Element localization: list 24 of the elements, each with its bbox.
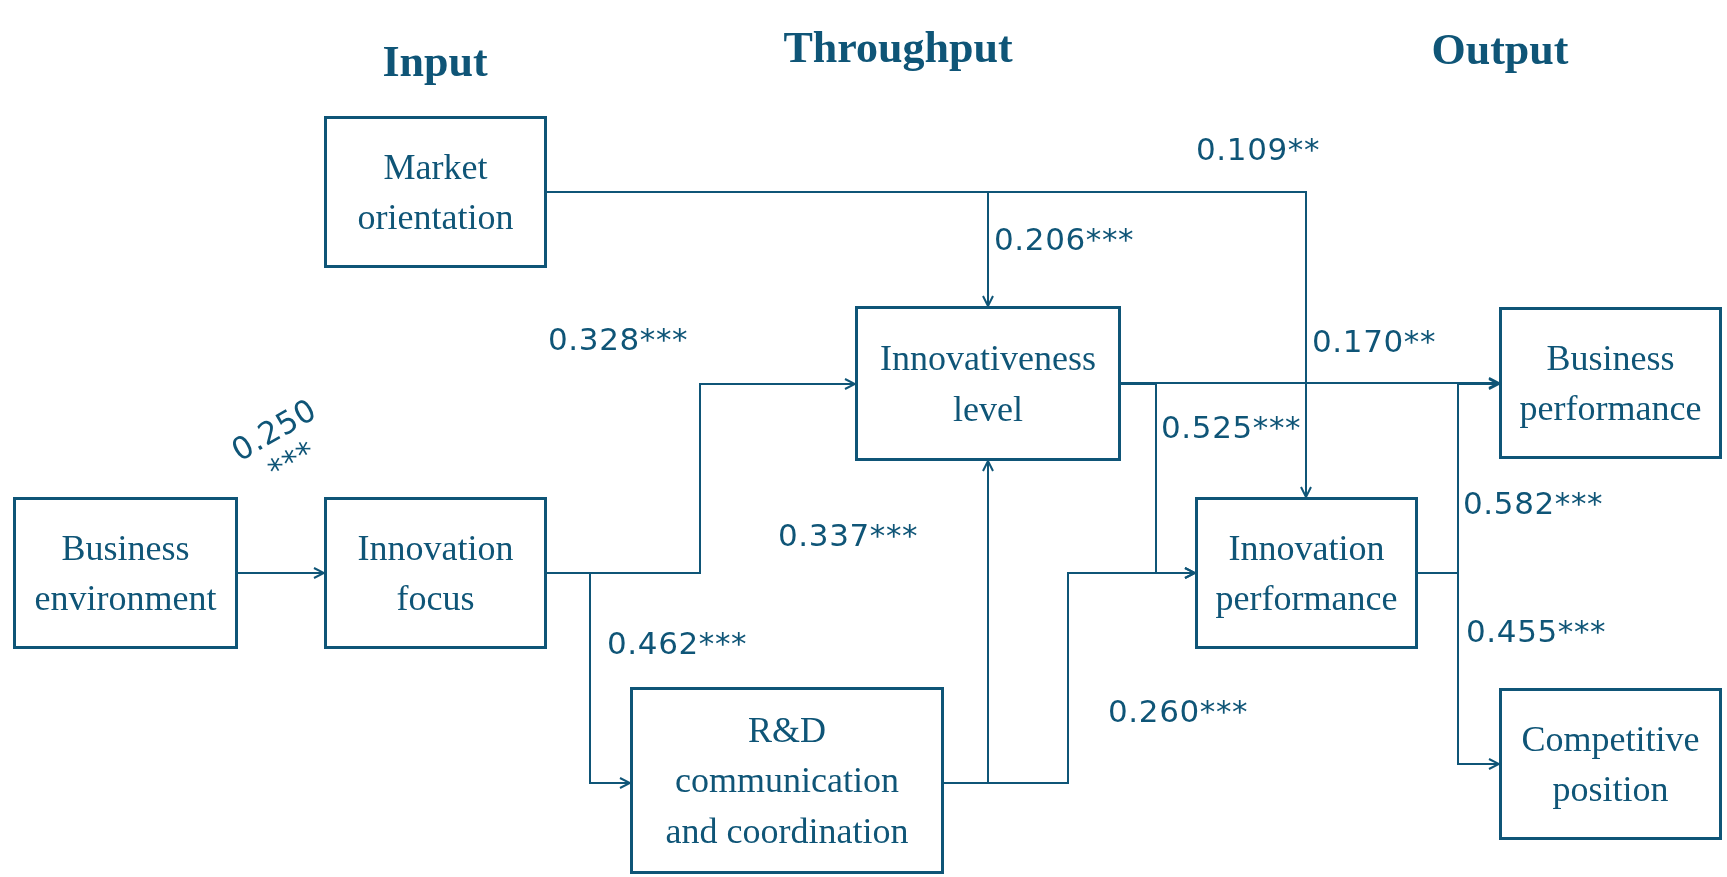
concept-box <box>855 306 1121 461</box>
arrow <box>1120 383 1196 579</box>
concept-box <box>1195 497 1418 649</box>
node-label: Innovation focus <box>356 526 515 620</box>
node-label: Business environment <box>33 526 218 620</box>
concept-box <box>1499 688 1722 840</box>
concept-box <box>324 497 547 649</box>
column-heading: Output <box>1431 28 1569 72</box>
arrow <box>546 572 631 789</box>
column-heading: Input <box>382 40 488 84</box>
node-label: Innovation performance <box>1214 526 1399 620</box>
concept-box <box>13 497 238 649</box>
arrow <box>1417 572 1500 770</box>
node-label: Business performance <box>1518 336 1703 430</box>
column-heading: Throughput <box>783 26 1013 70</box>
node-label: Market orientation <box>356 145 515 239</box>
node-label: Competitive position <box>1520 717 1701 811</box>
node-label: Innovativeness level <box>879 337 1097 431</box>
concept-box <box>630 687 944 874</box>
concept-box <box>1499 307 1722 459</box>
concept-box <box>324 116 547 268</box>
arrow <box>237 567 325 579</box>
node-label: R&D communication and coordination <box>664 708 910 853</box>
arrow <box>1120 377 1500 389</box>
